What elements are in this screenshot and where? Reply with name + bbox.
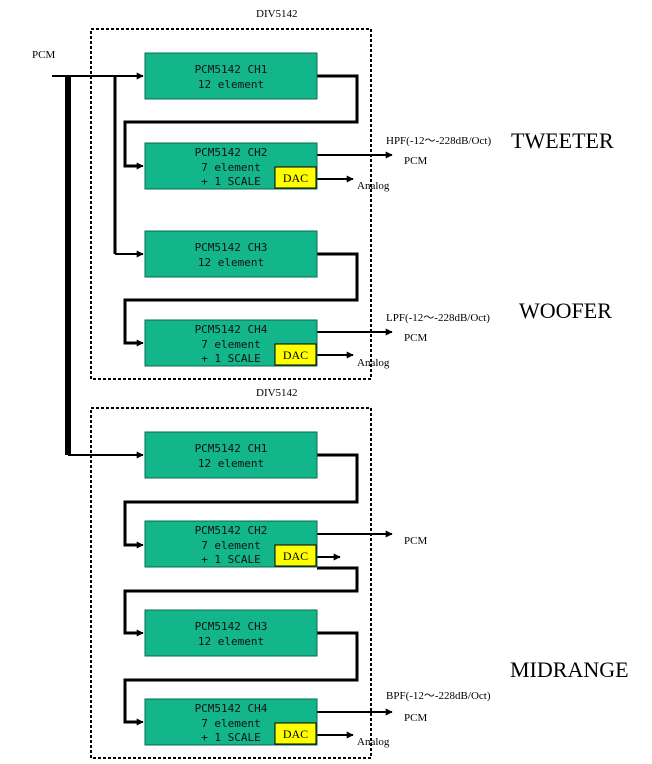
channel-detail: 12 element bbox=[198, 78, 264, 91]
midrange-speaker-label: MIDRANGE bbox=[510, 657, 629, 682]
woofer-speaker-label: WOOFER bbox=[519, 298, 612, 323]
midrange-pcm-label: PCM bbox=[404, 712, 427, 724]
woofer-analog-label: Analog bbox=[357, 357, 390, 369]
module-2-boundary bbox=[90, 407, 372, 759]
channel-detail: 12 element bbox=[198, 635, 264, 648]
midrange-filter-label: BPF(-12～-228dB/Oct) bbox=[386, 690, 491, 702]
module-1-ch1-block: PCM5142 CH1 12 element bbox=[144, 52, 318, 100]
tweeter-pcm-label: PCM bbox=[404, 155, 427, 167]
module-2-ch2-pcm-label: PCM bbox=[404, 535, 427, 547]
module-2-ch4-dac: DAC bbox=[274, 722, 317, 745]
dac-label: DAC bbox=[283, 549, 308, 563]
channel-title: PCM5142 CH4 bbox=[195, 323, 268, 336]
channel-title: PCM5142 CH3 bbox=[195, 241, 268, 254]
tweeter-filter-label: HPF(-12～-228dB/Oct) bbox=[386, 135, 491, 147]
channel-scale: + 1 SCALE bbox=[201, 352, 261, 365]
channel-detail: 7 element bbox=[201, 338, 261, 351]
module-1-boundary bbox=[90, 28, 372, 380]
dac-label: DAC bbox=[283, 171, 308, 185]
input-pcm-label: PCM bbox=[32, 49, 55, 61]
module-1-ch2-dac: DAC bbox=[274, 166, 317, 189]
channel-title: PCM5142 CH1 bbox=[195, 63, 268, 76]
channel-title: PCM5142 CH1 bbox=[195, 442, 268, 455]
dac-label: DAC bbox=[283, 348, 308, 362]
channel-title: PCM5142 CH4 bbox=[195, 702, 268, 715]
channel-scale: + 1 SCALE bbox=[201, 731, 261, 744]
dac-label: DAC bbox=[283, 727, 308, 741]
module-1-label: DIV5142 bbox=[256, 8, 298, 20]
module-1-ch4-dac: DAC bbox=[274, 343, 317, 366]
channel-detail: 7 element bbox=[201, 161, 261, 174]
channel-title: PCM5142 CH2 bbox=[195, 146, 268, 159]
channel-title: PCM5142 CH2 bbox=[195, 524, 268, 537]
module-2-ch3-block: PCM5142 CH3 12 element bbox=[144, 609, 318, 657]
woofer-pcm-label: PCM bbox=[404, 332, 427, 344]
tweeter-analog-label: Analog bbox=[357, 180, 390, 192]
module-1-ch3-block: PCM5142 CH3 12 element bbox=[144, 230, 318, 278]
wiring bbox=[52, 72, 393, 739]
module-2-label: DIV5142 bbox=[256, 387, 298, 399]
channel-scale: + 1 SCALE bbox=[201, 553, 261, 566]
woofer-filter-label: LPF(-12～-228dB/Oct) bbox=[386, 312, 490, 324]
module-1-ch4-block: PCM5142 CH4 7 element + 1 SCALE bbox=[144, 319, 318, 367]
module-2-ch1-block: PCM5142 CH1 12 element bbox=[144, 431, 318, 479]
module-2-ch4-block: PCM5142 CH4 7 element + 1 SCALE bbox=[144, 698, 318, 746]
channel-detail: 7 element bbox=[201, 539, 261, 552]
midrange-analog-label: Analog bbox=[357, 736, 390, 748]
tweeter-speaker-label: TWEETER bbox=[511, 128, 614, 153]
channel-scale: + 1 SCALE bbox=[201, 175, 261, 188]
channel-title: PCM5142 CH3 bbox=[195, 620, 268, 633]
channel-detail: 12 element bbox=[198, 457, 264, 470]
channel-detail: 7 element bbox=[201, 717, 261, 730]
channel-detail: 12 element bbox=[198, 256, 264, 269]
module-2-ch2-dac: DAC bbox=[274, 544, 317, 567]
